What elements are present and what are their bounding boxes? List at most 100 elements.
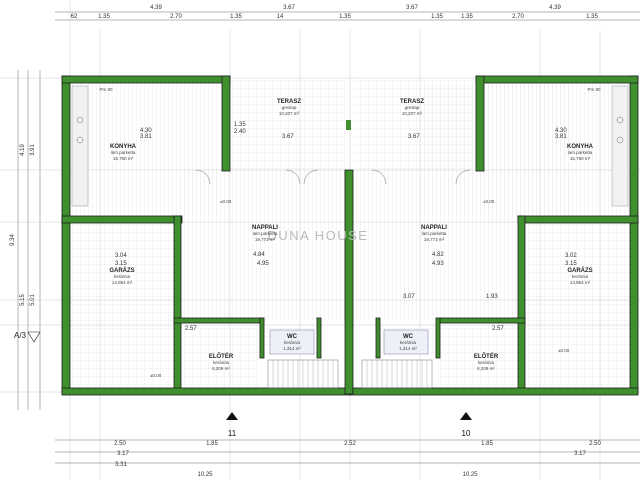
room-area: 14,864 m²: [570, 280, 591, 285]
dim-label: 3.67: [283, 5, 295, 11]
room-floor: lam.parketta: [111, 150, 136, 155]
dim-label: 9.34: [10, 234, 16, 246]
room-name: NAPPALI: [421, 225, 447, 231]
dim-label: 3.67: [282, 134, 294, 140]
room-floor: kerámia: [572, 274, 589, 279]
axis-markers: 11 10: [226, 412, 472, 438]
room-area: 15,760 m²: [113, 156, 134, 161]
doors: [195, 120, 471, 271]
room-name: GARÁZS: [567, 267, 592, 274]
dim-label: 5.15: [20, 294, 26, 306]
room-eloter-right: ELŐTÉR kerámia 8,209 m²: [474, 352, 499, 371]
room-nappali-right: NAPPALI lam.parketta 19,773 m²: [421, 225, 447, 242]
dim-label: 4.39: [150, 5, 162, 11]
dim-label: 4.93: [432, 261, 444, 267]
room-area: 14,864 m²: [112, 280, 133, 285]
room-name: WC: [287, 334, 298, 340]
room-area: 19,773 m²: [424, 237, 445, 242]
dim-label: 1.85: [206, 441, 218, 447]
pm-label-right: Pm 80: [587, 87, 601, 92]
room-area: 8,209 m²: [212, 366, 230, 371]
room-floor: greslap: [282, 105, 297, 110]
dim-label: 3.04: [115, 253, 127, 259]
watermark: DUNA HOUSE: [268, 228, 369, 243]
dim-label: 3.31: [115, 462, 127, 468]
dim-label: 1.93: [486, 294, 498, 300]
top-dimensions: 4.39 1.35 2.70 1.35 3.67 14 1.35 3.67 1.…: [71, 5, 599, 20]
dim-label: 10.25: [462, 472, 478, 478]
dim-label: 2.57: [185, 326, 197, 332]
dim-label: 62: [71, 14, 78, 20]
room-garazs-right: GARÁZS kerámia 14,864 m²: [567, 267, 592, 285]
room-name: TERASZ: [400, 99, 424, 105]
dim-label: 4.84: [253, 252, 265, 258]
room-floor: kerámia: [400, 340, 417, 345]
room-wc-left: WC kerámia 1,314 m²: [283, 334, 301, 351]
dim-label: 1.35: [230, 14, 242, 20]
room-area: 19,773 m²: [255, 237, 276, 242]
level-mark: ±0.00: [220, 199, 232, 204]
room-labels: KONYHA lam.parketta 15,760 m² KONYHA lam…: [99, 87, 601, 371]
dim-label: 3.17: [117, 451, 129, 457]
room-name: TERASZ: [277, 99, 301, 105]
room-garazs-left: GARÁZS kerámia 14,864 m²: [109, 267, 134, 285]
room-area: 8,209 m²: [477, 366, 495, 371]
room-floor: kerámia: [114, 274, 131, 279]
room-name: NAPPALI: [252, 225, 278, 231]
dim-label: 3.81: [555, 134, 567, 140]
room-terasz-right: TERASZ greslap 10,207 m²: [400, 99, 424, 116]
dim-label: 1.35: [461, 14, 473, 20]
room-name: KONYHA: [110, 144, 137, 150]
level-mark: ±0.00: [483, 199, 495, 204]
room-area: 1,314 m²: [283, 346, 301, 351]
room-area: 15,760 m²: [570, 156, 591, 161]
dim-label: 1.35: [431, 14, 443, 20]
room-area: 1,314 m²: [399, 346, 417, 351]
room-nappali-left: NAPPALI lam.parketta 19,773 m²: [252, 225, 278, 242]
dim-label: 3.17: [574, 451, 586, 457]
room-name: ELŐTÉR: [474, 352, 499, 360]
room-floor: kerámia: [478, 360, 495, 365]
dim-label: 3.91: [30, 144, 36, 156]
axis-label: 10: [462, 429, 471, 438]
left-dimensions: 9.34 3.91 4.19 5.15 5.01: [10, 144, 36, 306]
room-area: 10,207 m²: [279, 111, 300, 116]
room-floor: greslap: [405, 105, 420, 110]
dim-label: 3.81: [140, 134, 152, 140]
dim-label: 14: [277, 14, 284, 20]
dim-label: 3.07: [403, 294, 415, 300]
dim-label: 3.67: [408, 134, 420, 140]
room-floor: kerámia: [284, 340, 301, 345]
inner-dimensions: 4.30 3.81 3.04 3.15 4.95 4.84 4.82 4.93 …: [115, 122, 577, 332]
section-marker: A/3: [14, 331, 41, 343]
room-floor: lam.parketta: [422, 231, 447, 236]
room-name: GARÁZS: [109, 267, 134, 274]
dim-label: 3.15: [115, 261, 127, 267]
room-konyha-right: KONYHA lam.parketta 15,760 m²: [567, 144, 594, 161]
level-mark: ±0.00: [150, 373, 162, 378]
dim-label: 3.15: [565, 261, 577, 267]
walls: [61, 75, 639, 396]
room-konyha-left: KONYHA lam.parketta 15,760 m²: [110, 144, 137, 161]
dim-label: 1.35: [234, 122, 246, 128]
floor-areas: [70, 78, 630, 392]
dim-label: 2.40: [234, 129, 246, 135]
dim-label: 4.30: [555, 128, 567, 134]
dim-label: 1.35: [339, 14, 351, 20]
kitchen-fixtures: [71, 85, 629, 355]
dim-label: 10.25: [197, 472, 213, 478]
dim-label: 2.52: [344, 441, 356, 447]
pm-label-left: Pm 80: [99, 87, 113, 92]
dim-label: 2.70: [170, 14, 182, 20]
dim-label: 1.35: [98, 14, 110, 20]
stairs: [267, 359, 433, 389]
room-floor: kerámia: [213, 360, 230, 365]
dim-label: 2.50: [114, 441, 126, 447]
room-wc-right: WC kerámia 1,314 m²: [399, 334, 417, 351]
dim-label: 1.35: [586, 14, 598, 20]
level-mark: ±0.00: [558, 348, 570, 353]
dim-label: 4.95: [257, 261, 269, 267]
room-name: KONYHA: [567, 144, 594, 150]
dim-label: 4.30: [140, 128, 152, 134]
